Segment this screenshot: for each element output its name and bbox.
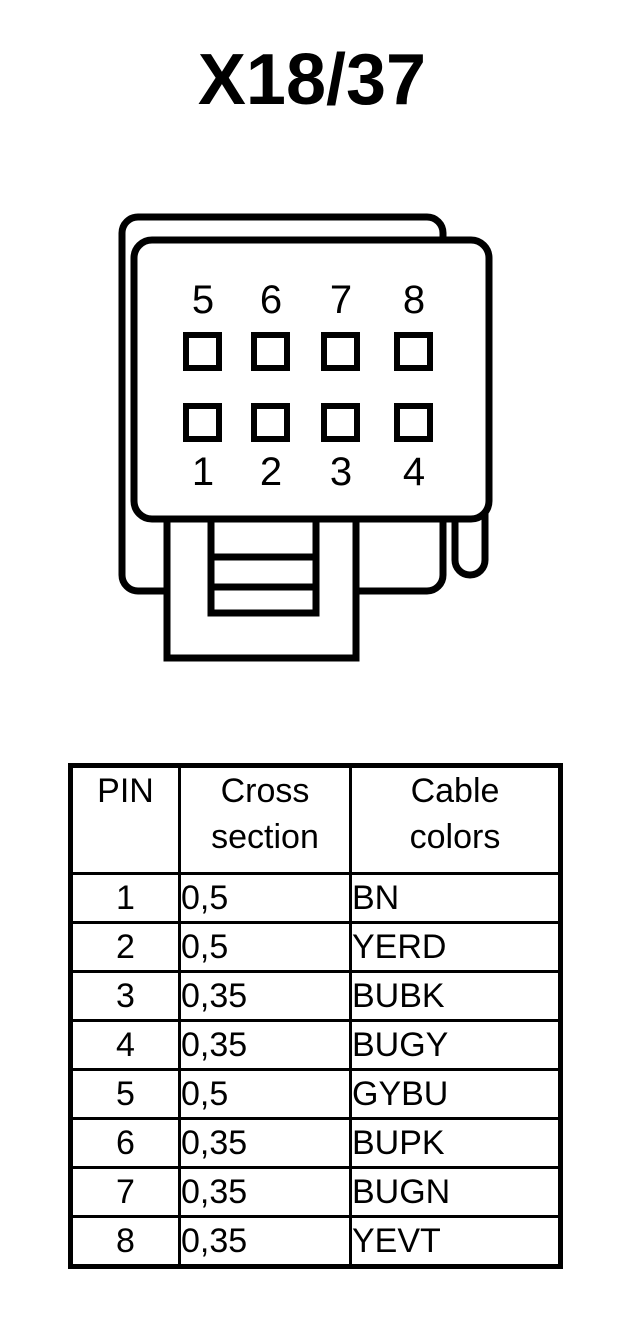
pin-cavity-7 [321,332,360,371]
cell-cross-section: 0,5 [178,1068,352,1120]
table-row: 7 0,35 BUGN [69,1166,562,1218]
cell-cross-section: 0,35 [178,1166,352,1218]
cell-pin: 7 [69,1166,181,1218]
cell-cross-section: 0,5 [178,921,352,973]
cell-pin: 5 [69,1068,181,1120]
cell-cross-section: 0,35 [178,970,352,1022]
pin-label-7: 7 [330,278,352,322]
table-row: 1 0,5 BN [69,872,562,924]
cell-pin: 6 [69,1117,181,1169]
cell-cable-colors: GYBU [349,1068,562,1120]
cell-cross-section: 0,35 [178,1215,352,1268]
pin-cavity-4 [394,403,433,442]
pin-assignment-table: PIN Cross section Cable colors 1 0,5 BN … [68,763,563,1269]
column-header-cross-section: Cross section [178,764,352,875]
cell-cross-section: 0,35 [178,1117,352,1169]
page-title: X18/37 [197,40,427,120]
cell-cable-colors: BN [349,872,562,924]
pin-cavity-1 [183,403,222,442]
column-header-pin: PIN [69,764,181,875]
cell-pin: 1 [69,872,181,924]
cell-cable-colors: BUGN [349,1166,562,1218]
cell-pin: 2 [69,921,181,973]
pin-assignment-table-container: PIN Cross section Cable colors 1 0,5 BN … [68,763,563,1269]
table-row: 3 0,35 BUBK [69,970,562,1022]
pin-cavity-5 [183,332,222,371]
connector-latch-rib-block [207,513,320,617]
pin-label-4: 4 [403,450,425,494]
table-body: 1 0,5 BN 2 0,5 YERD 3 0,35 BUBK 4 0,35 B… [69,872,562,1268]
pin-cavity-2 [251,403,290,442]
table-row: 2 0,5 YERD [69,921,562,973]
cell-pin: 4 [69,1019,181,1071]
cell-cable-colors: YEVT [349,1215,562,1268]
cell-cable-colors: BUBK [349,970,562,1022]
table-row: 5 0,5 GYBU [69,1068,562,1120]
table-row: 4 0,35 BUGY [69,1019,562,1071]
cell-cross-section: 0,35 [178,1019,352,1071]
table-row: 6 0,35 BUPK [69,1117,562,1169]
cell-cross-section: 0,5 [178,872,352,924]
cell-pin: 3 [69,970,181,1022]
cell-cable-colors: YERD [349,921,562,973]
table-header-row: PIN Cross section Cable colors [69,764,562,875]
pin-label-6: 6 [260,278,282,322]
pin-cavity-8 [394,332,433,371]
pin-label-2: 2 [260,450,282,494]
cell-pin: 8 [69,1215,181,1268]
pin-label-3: 3 [330,450,352,494]
cell-cable-colors: BUPK [349,1117,562,1169]
pin-label-8: 8 [403,278,425,322]
pin-cavity-6 [251,332,290,371]
connector-body [130,236,493,523]
column-header-cable-colors: Cable colors [349,764,562,875]
cell-cable-colors: BUGY [349,1019,562,1071]
table-header: PIN Cross section Cable colors [69,764,562,875]
table-row: 8 0,35 YEVT [69,1215,562,1268]
connector-diagram: 5 6 7 8 1 2 3 4 [0,195,624,685]
pin-label-1: 1 [192,450,214,494]
pin-cavity-3 [321,403,360,442]
pin-label-5: 5 [192,278,214,322]
